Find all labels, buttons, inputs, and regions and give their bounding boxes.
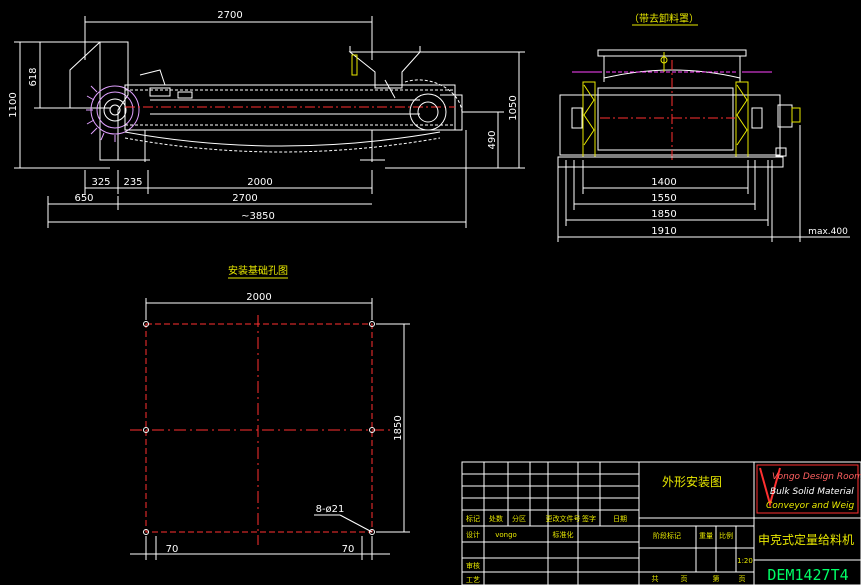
dim-left-offset: 70 xyxy=(166,544,179,555)
dim-right-height: 1050 xyxy=(508,95,519,120)
end-view-title: （带去卸料罩） xyxy=(629,12,699,25)
tb-header-1: 标记 xyxy=(466,514,480,523)
side-view: 2700 1100 618 xyxy=(8,10,525,228)
tb-sheet-label-3: 第 xyxy=(713,574,720,583)
foundation-holes xyxy=(143,321,375,535)
tb-header-2: 处数 xyxy=(489,514,503,523)
dim-overall: ~3850 xyxy=(241,211,275,222)
dim-1400: 1400 xyxy=(651,177,676,188)
tb-sheet-label-1: 共 xyxy=(652,574,659,583)
tb-drawing-code: DEM1427T4 xyxy=(767,566,848,584)
tb-designer: vongo xyxy=(495,531,517,539)
dim-seg-a: 325 xyxy=(91,177,110,188)
hole-callout: 8-ø21 xyxy=(316,504,345,515)
dim-seg-b: 235 xyxy=(123,177,142,188)
logo-line-1: Vongo Design Room xyxy=(772,472,861,482)
tb-sheet-label-2: 页 xyxy=(681,575,688,583)
tb-header-4: 更改文件号 xyxy=(546,514,581,523)
tb-header-3: 分区 xyxy=(512,514,526,523)
tb-scale: 1:20 xyxy=(737,557,753,565)
foundation-plan: 安装基础孔图 2000 1850 8-ø21 xyxy=(130,264,410,560)
tb-machine-name: 申克式定量给料机 xyxy=(758,532,854,547)
tb-scale-label: 比例 xyxy=(719,531,733,540)
dim-max: max.400 xyxy=(808,227,848,237)
dim-hopper-height: 618 xyxy=(28,67,39,86)
dim-height-total: 1100 xyxy=(8,92,19,117)
tb-row-standard: 标准化 xyxy=(553,530,574,539)
tb-header-6: 日期 xyxy=(613,515,627,523)
tb-stage-label: 阶段标记 xyxy=(653,531,681,540)
dim-1850: 1850 xyxy=(651,209,676,220)
dim-foundation-depth: 1850 xyxy=(393,415,404,440)
dim-1550: 1550 xyxy=(651,193,676,204)
tb-header-5: 签字 xyxy=(582,514,596,523)
dim-1910: 1910 xyxy=(651,226,676,237)
tb-row-check: 审核 xyxy=(466,561,480,570)
dim-seg-d: 650 xyxy=(74,193,93,204)
tb-drawing-name: 外形安装图 xyxy=(662,474,722,489)
tb-sheet-label-4: 页 xyxy=(739,575,746,583)
tb-weight-label: 重量 xyxy=(699,532,713,540)
dim-right-offset: 70 xyxy=(342,544,355,555)
logo-line-2: Bulk Solid Material xyxy=(770,487,854,497)
end-view: （带去卸料罩） xyxy=(557,12,850,242)
dim-foundation-width: 2000 xyxy=(246,292,271,303)
dim-top-length: 2700 xyxy=(217,10,242,21)
logo-line-3: Conveyor and Weig xyxy=(766,501,854,511)
foundation-plan-title: 安装基础孔图 xyxy=(228,264,288,277)
dim-seg-c: 2000 xyxy=(247,177,272,188)
tb-row-process: 工艺 xyxy=(466,576,480,584)
dim-belt-height: 490 xyxy=(487,130,498,149)
tb-row-design: 设计 xyxy=(466,530,480,539)
title-block: 标记 处数 分区 更改文件号 签字 日期 设计 vongo 标准化 审核 工艺 … xyxy=(461,461,861,585)
dim-seg-e: 2700 xyxy=(232,193,257,204)
